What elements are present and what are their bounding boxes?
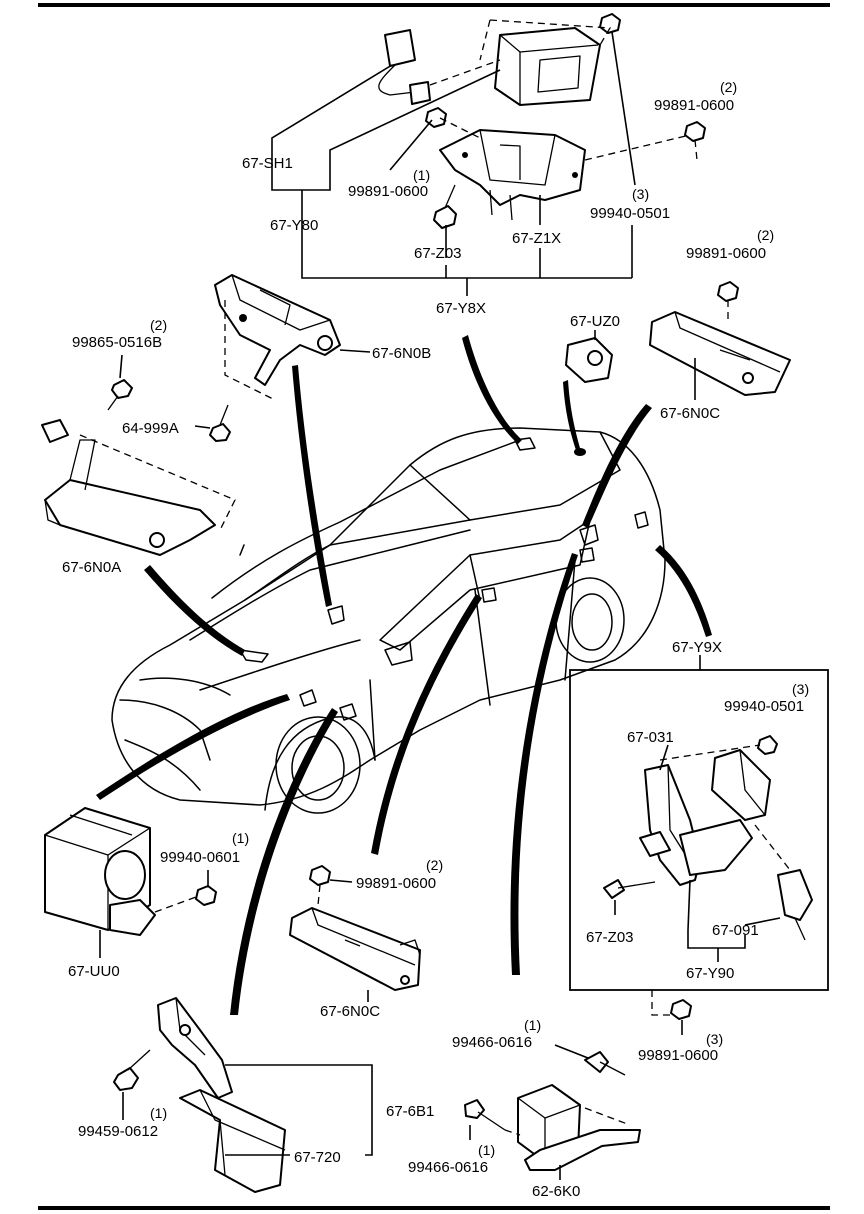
label-99891-e: 99891-0600	[638, 1047, 718, 1064]
location-leaders	[96, 335, 712, 1015]
label-64-999a: 64-999A	[122, 420, 179, 437]
module-6b1-720-part	[113, 997, 373, 1193]
label-67-z1x: 67-Z1X	[512, 230, 561, 247]
label-99891-b: 99891-0600	[654, 97, 734, 114]
top-assembly-parts	[378, 13, 706, 229]
label-99891-c-qty: (2)	[757, 227, 774, 243]
label-99466-a-qty: (1)	[524, 1017, 541, 1033]
label-99940-c: 99940-0601	[160, 849, 240, 866]
label-99940-c-qty: (1)	[232, 830, 249, 846]
label-67-091: 67-091	[712, 922, 759, 939]
part-number-labels: 67-SH1 67-Y80 (1) 99891-0600 67-Z03 67-Z…	[62, 79, 809, 1200]
sensor-6n0c-bottom-part	[289, 865, 421, 1002]
sensor-uz0-part	[565, 330, 613, 383]
label-99940-a: 99940-0501	[590, 205, 670, 222]
label-99466-b: 99466-0616	[408, 1159, 488, 1176]
label-67-720: 67-720	[294, 1149, 341, 1166]
label-67-6n0b: 67-6N0B	[372, 345, 431, 362]
module-box-part	[494, 27, 601, 106]
label-99940-b: 99940-0501	[724, 698, 804, 715]
connector-sh1-part	[384, 29, 416, 67]
label-99466-b-qty: (1)	[478, 1142, 495, 1158]
label-67-6n0c-bottom: 67-6N0C	[320, 1003, 380, 1020]
nut-99940-top	[599, 13, 621, 34]
label-99940-b-qty: (3)	[792, 681, 809, 697]
nut-99891-right	[684, 121, 706, 142]
top-assembly-guides	[429, 19, 698, 161]
label-99466-a: 99466-0616	[452, 1034, 532, 1051]
bolt-99865-part	[111, 379, 133, 399]
module-uu0-part	[44, 807, 217, 958]
label-67-z03-box: 67-Z03	[586, 929, 634, 946]
label-99891-d: 99891-0600	[356, 875, 436, 892]
label-67-uu0: 67-UU0	[68, 963, 120, 980]
bracket-z1x-part	[439, 129, 586, 206]
sensor-6n0c-top-part	[649, 281, 791, 400]
label-99891-b-qty: (2)	[720, 79, 737, 95]
label-67-y9x: 67-Y9X	[672, 639, 722, 656]
label-99865-qty: (2)	[150, 317, 167, 333]
label-67-uz0: 67-UZ0	[570, 313, 620, 330]
label-99459-qty: (1)	[150, 1105, 167, 1121]
screw-64-999a-part	[194, 404, 231, 442]
label-62-6k0: 62-6K0	[532, 1183, 580, 1200]
label-99891-a: 99891-0600	[348, 183, 428, 200]
label-67-6b1: 67-6B1	[386, 1103, 434, 1120]
nut-99891-d-part	[309, 865, 331, 886]
label-67-sh1: 67-SH1	[242, 155, 293, 172]
label-67-6n0c-top: 67-6N0C	[660, 405, 720, 422]
sensor-6n0a-part	[41, 354, 236, 556]
bolt-z03-box-part	[603, 879, 625, 899]
bracket-62-6k0-part	[464, 1044, 641, 1180]
label-67-y80: 67-Y80	[270, 217, 318, 234]
label-99891-d-qty: (2)	[426, 857, 443, 873]
bolt-z03-top	[433, 205, 457, 229]
nut-99940-c-part	[195, 885, 217, 906]
assembly-box-y9x	[569, 655, 829, 991]
nut-99891-e-part	[651, 990, 692, 1035]
label-99940-a-qty: (3)	[632, 186, 649, 202]
label-99891-e-qty: (3)	[706, 1031, 723, 1047]
bolt-99459-part	[113, 1067, 139, 1091]
label-67-z03-top: 67-Z03	[414, 245, 462, 262]
label-99891-c: 99891-0600	[686, 245, 766, 262]
bracket-6n0b-part	[214, 274, 371, 401]
label-67-031: 67-031	[627, 729, 674, 746]
label-67-y8x: 67-Y8X	[436, 300, 486, 317]
label-67-y90: 67-Y90	[686, 965, 734, 982]
label-67-6n0a: 67-6N0A	[62, 559, 121, 576]
label-99891-a-qty: (1)	[413, 167, 430, 183]
label-99459: 99459-0612	[78, 1123, 158, 1140]
nut-99891-c	[717, 281, 739, 302]
top-assembly-leaders	[271, 31, 636, 296]
label-99865: 99865-0516B	[72, 334, 162, 351]
